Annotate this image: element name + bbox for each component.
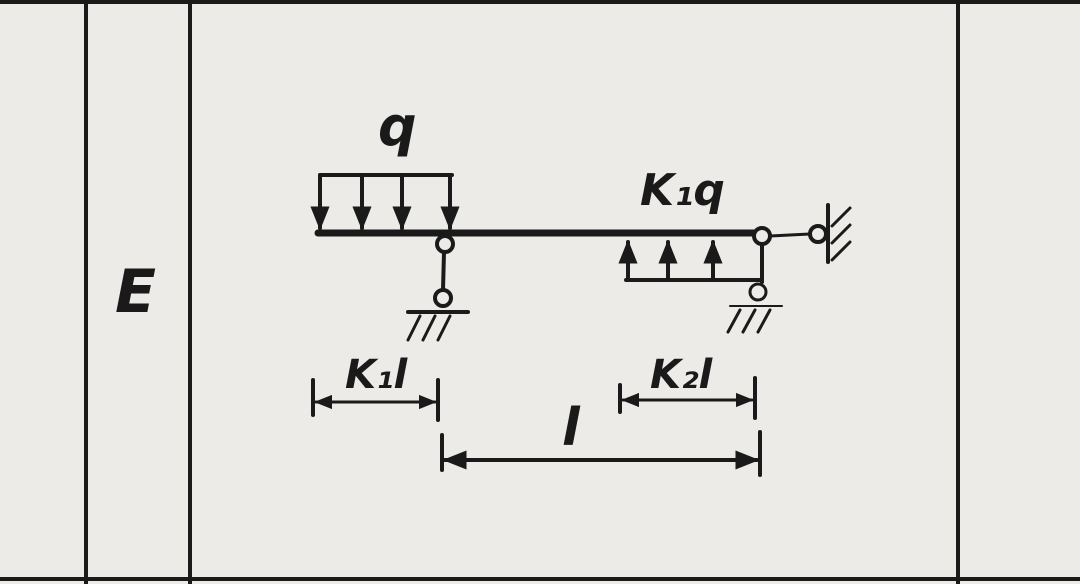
dimension-k2l: [618, 376, 757, 420]
right-support: [726, 226, 783, 334]
dimension-k2l-label: K₂l: [650, 352, 714, 398]
dimension-k1l-label: K₁l: [345, 352, 409, 398]
load-k1q-label: K₁q: [640, 165, 725, 216]
fixed-end-support: [808, 203, 852, 264]
row-label: E: [115, 257, 156, 327]
left-support: [406, 234, 470, 342]
load-q-label: q: [378, 95, 417, 158]
left-distributed-load: [310, 173, 460, 231]
dimension-span: [440, 430, 762, 477]
right-distributed-load: [618, 239, 764, 284]
dimension-span-label: l: [562, 398, 581, 458]
dimension-k1l: [311, 378, 440, 422]
beam-extension: [768, 232, 812, 238]
